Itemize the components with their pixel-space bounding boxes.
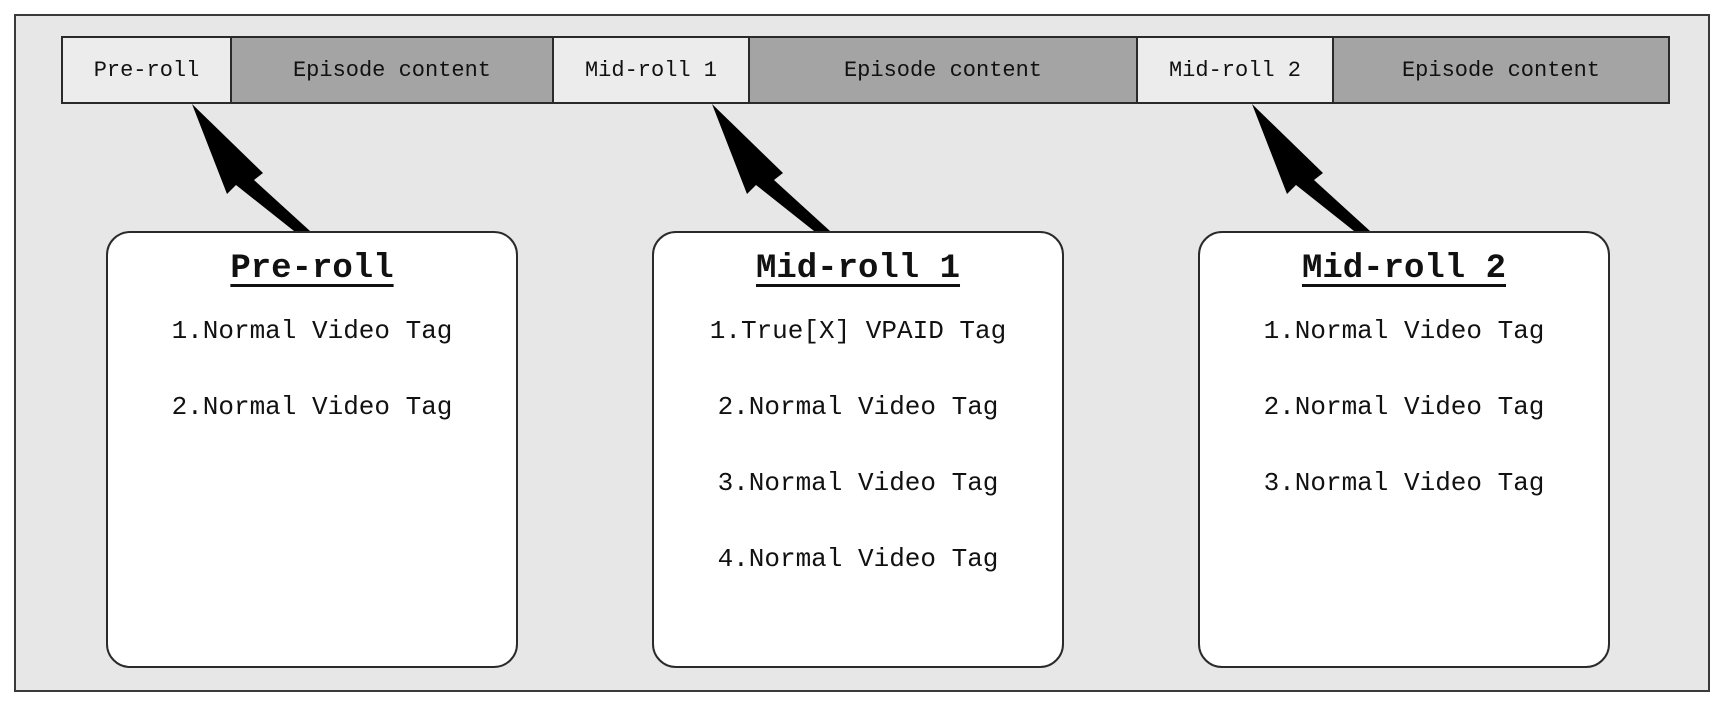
timeline-segment-pre-roll: Pre-roll [63,38,232,102]
tag-item: 1.True[X] VPAID Tag [709,316,1007,346]
timeline-segment-episode-content: Episode content [1334,38,1668,102]
timeline-segment-mid-roll-2: Mid-roll 2 [1138,38,1334,102]
tag-item: 2.Normal Video Tag [171,392,453,422]
card-title: Mid-roll 1 [755,250,961,288]
tag-item: 4.Normal Video Tag [717,544,999,574]
timeline-segment-episode-content: Episode content [750,38,1138,102]
timeline-segment-episode-content: Episode content [232,38,554,102]
timeline-segment-mid-roll-1: Mid-roll 1 [554,38,750,102]
tag-list: 1.True[X] VPAID Tag 2.Normal Video Tag 3… [654,313,1062,577]
tag-item: 2.Normal Video Tag [717,392,999,422]
card-title: Mid-roll 2 [1301,250,1507,288]
tag-list: 1.Normal Video Tag 2.Normal Video Tag 3.… [1200,313,1608,501]
tag-item: 1.Normal Video Tag [1263,316,1545,346]
pre-roll-card: Pre-roll 1.Normal Video Tag 2.Normal Vid… [106,231,518,668]
tag-item: 3.Normal Video Tag [717,468,999,498]
tag-item: 2.Normal Video Tag [1263,392,1545,422]
tag-item: 1.Normal Video Tag [171,316,453,346]
mid-roll-1-card: Mid-roll 1 1.True[X] VPAID Tag 2.Normal … [652,231,1064,668]
episode-timeline: Pre-roll Episode content Mid-roll 1 Epis… [61,36,1670,104]
mid-roll-2-card: Mid-roll 2 1.Normal Video Tag 2.Normal V… [1198,231,1610,668]
tag-item: 3.Normal Video Tag [1263,468,1545,498]
card-title: Pre-roll [230,250,394,288]
tag-list: 1.Normal Video Tag 2.Normal Video Tag [108,313,516,425]
